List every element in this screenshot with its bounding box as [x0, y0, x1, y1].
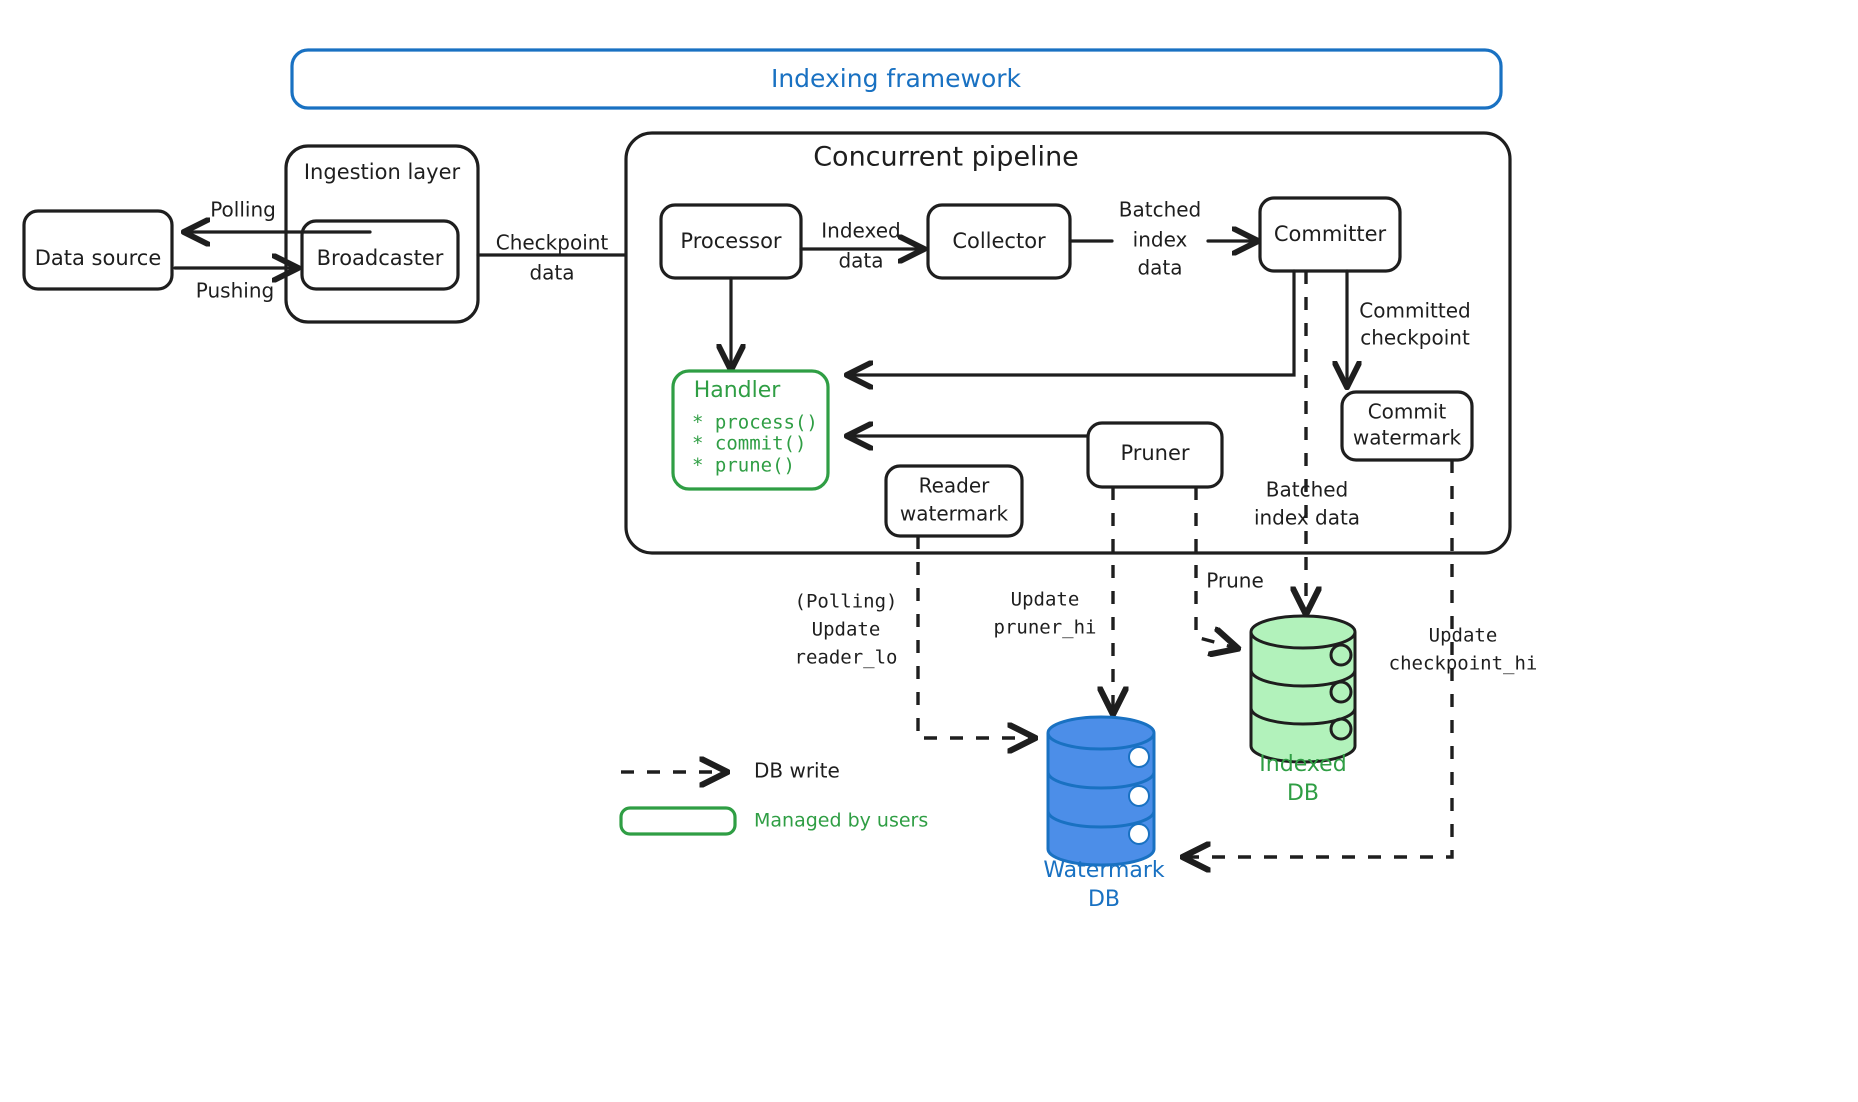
- legend: DB write Managed by users: [619, 759, 928, 836]
- handler-method-prune: * prune(): [692, 455, 795, 477]
- edge-batched-index-data: Batched index data: [1068, 198, 1256, 280]
- indexed-db-label-2: DB: [1287, 781, 1319, 806]
- node-data-source: Data source: [22, 209, 174, 291]
- legend-db-write-label: DB write: [754, 759, 840, 783]
- edge-committed-checkpoint: Committed checkpoint: [1347, 269, 1471, 385]
- node-broadcaster: Broadcaster: [300, 219, 460, 291]
- edge-prune: Prune: [1194, 487, 1264, 648]
- indexed-db-label-1: Indexed: [1259, 752, 1346, 777]
- edge-update-checkpoint-hi: Update checkpoint_hi: [1185, 460, 1537, 857]
- checkpoint-data-label-2: data: [529, 261, 574, 285]
- batched-index-data-label-2: index: [1133, 228, 1188, 252]
- collector-label: Collector: [952, 229, 1046, 253]
- node-reader-watermark: Reader watermark: [884, 464, 1024, 538]
- legend-managed-by-users-label: Managed by users: [754, 810, 928, 832]
- watermark-db-label-1: Watermark: [1043, 858, 1165, 883]
- committer-label: Committer: [1274, 222, 1387, 246]
- ingestion-layer-label: Ingestion layer: [304, 160, 461, 184]
- edge-committer-to-handler: [849, 269, 1296, 375]
- polling-update-label-3: reader_lo: [795, 647, 898, 669]
- legend-item-managed-by-users: Managed by users: [619, 806, 928, 836]
- watermark-db-label-2: DB: [1088, 887, 1120, 912]
- prune-label: Prune: [1206, 569, 1264, 593]
- group-ingestion-layer: Ingestion layer Broadcaster: [284, 144, 480, 324]
- batched-index-data-label-3: data: [1137, 256, 1182, 280]
- indexed-data-label-1: Indexed: [821, 219, 900, 243]
- polling-update-label-1: (Polling): [795, 591, 898, 613]
- polling-update-label-2: Update: [812, 619, 881, 641]
- pushing-label: Pushing: [196, 279, 274, 303]
- banner-label: Indexing framework: [771, 64, 1022, 93]
- edge-update-pruner-hi: Update pruner_hi: [994, 487, 1113, 712]
- database-indexed-db: Indexed DB: [1249, 614, 1357, 806]
- concurrent-pipeline-label: Concurrent pipeline: [813, 142, 1079, 173]
- processor-label: Processor: [680, 229, 782, 253]
- node-collector: Collector: [926, 203, 1072, 280]
- pruner-label: Pruner: [1120, 441, 1189, 465]
- reader-watermark-label-1: Reader: [919, 474, 991, 498]
- checkpoint-data-label-1: Checkpoint: [496, 231, 609, 255]
- edge-batched-index-data-2: Batched index data: [1254, 271, 1360, 612]
- data-source-label: Data source: [35, 246, 162, 270]
- edge-update-reader-lo: (Polling) Update reader_lo: [795, 536, 1033, 738]
- node-commit-watermark: Commit watermark: [1340, 390, 1474, 462]
- node-pruner: Pruner: [1086, 421, 1224, 489]
- committed-checkpoint-label-2: checkpoint: [1360, 326, 1470, 350]
- indexed-data-label-2: data: [838, 249, 883, 273]
- edge-indexed-data: Indexed data: [799, 219, 922, 273]
- database-watermark-db: Watermark DB: [1043, 715, 1165, 912]
- batched-index-data2-label-2: index data: [1254, 506, 1360, 530]
- indexing-framework-banner: Indexing framework: [290, 48, 1503, 110]
- commit-watermark-label-2: watermark: [1353, 426, 1462, 450]
- node-processor: Processor: [659, 203, 803, 280]
- update-pruner-label-1: Update: [1011, 589, 1080, 611]
- update-checkpoint-label-2: checkpoint_hi: [1389, 653, 1538, 675]
- batched-index-data2-label-1: Batched: [1266, 478, 1349, 502]
- update-checkpoint-label-1: Update: [1429, 625, 1498, 647]
- committed-checkpoint-label-1: Committed: [1359, 299, 1470, 323]
- polling-label: Polling: [210, 198, 276, 222]
- commit-watermark-label-1: Commit: [1368, 400, 1447, 424]
- edge-pushing: Pushing: [173, 268, 296, 303]
- node-handler: Handler * process() * commit() * prune(): [671, 276, 830, 491]
- batched-index-data-label-1: Batched: [1119, 198, 1202, 222]
- edge-polling: Polling: [186, 198, 372, 233]
- handler-method-process: * process(): [692, 412, 818, 434]
- reader-watermark-label-2: watermark: [900, 502, 1009, 526]
- node-committer: Committer: [1258, 196, 1402, 273]
- handler-method-commit: * commit(): [692, 433, 806, 455]
- broadcaster-label: Broadcaster: [317, 246, 444, 270]
- update-pruner-label-2: pruner_hi: [994, 617, 1097, 639]
- legend-item-db-write: DB write: [621, 759, 840, 783]
- edge-checkpoint-data: Checkpoint data: [476, 231, 658, 285]
- handler-title: Handler: [694, 378, 782, 403]
